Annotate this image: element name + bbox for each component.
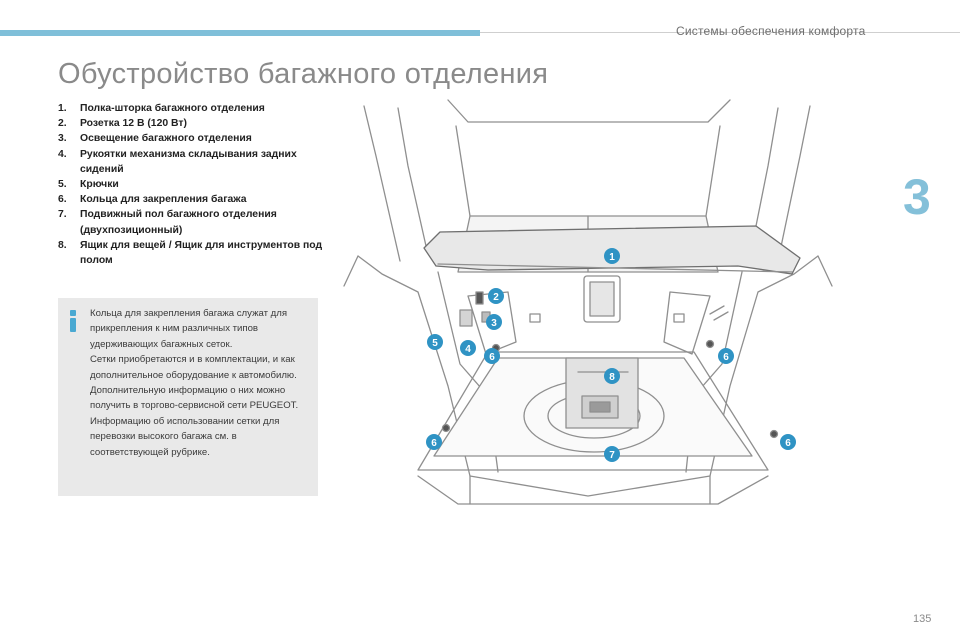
seat-armrest-opening: [583, 275, 621, 323]
chapter-number: 3: [903, 169, 931, 225]
legend-text: Ящик для вещей / Ящик для инструментов п…: [80, 239, 323, 267]
legend-number: 7.: [58, 209, 67, 221]
seat-latch-right: [673, 313, 685, 323]
legend-item: 7. Подвижный пол багажного отделения (дву…: [58, 207, 333, 237]
socket-12v: [475, 291, 484, 305]
legend-number: 1.: [58, 103, 67, 114]
pillar-lines: [455, 125, 721, 217]
callout-6: 6: [484, 348, 500, 364]
legend-item: 6. Кольца для закрепления багажа: [58, 192, 333, 207]
callout-8: 8: [604, 368, 620, 384]
seat-pass-through: [589, 281, 615, 317]
legend-text: Подвижный пол багажного отделения (двухп…: [80, 209, 277, 236]
tailgate-right-inner: [751, 107, 779, 247]
legend-text: Освещение багажного отделения: [80, 133, 252, 145]
page-title: Обустройство багажного отделения: [58, 58, 549, 90]
legend-number: 4.: [58, 148, 67, 160]
svg-text:5: 5: [432, 338, 438, 349]
ring-right-rear: [769, 429, 779, 439]
wall-vents: [709, 305, 729, 321]
legend-text: Розетка 12 В (120 Вт): [80, 118, 187, 130]
tailgate-right-strut: [777, 105, 811, 262]
tailgate-left-strut: [363, 105, 401, 262]
callout-4: 4: [460, 340, 476, 356]
floor-outline: [417, 351, 769, 471]
legend-item: 1. Полка-шторка багажного отделения: [58, 101, 333, 116]
svg-text:6: 6: [723, 352, 729, 363]
page-number: 135: [913, 613, 932, 625]
callout-1: 1: [604, 248, 620, 264]
info-note-box: Кольца для закрепления багажа служат для…: [58, 298, 318, 496]
legend-number: 8.: [58, 239, 67, 251]
ring-right-front: [705, 339, 715, 349]
tool-tray-handle: [589, 401, 611, 413]
body-outline: [357, 255, 819, 497]
legend-item: 8. Ящик для вещей / Ящик для инструментов…: [58, 238, 333, 268]
legend-number: 2.: [58, 118, 67, 130]
svg-text:7: 7: [609, 450, 615, 461]
callout-3: 3: [486, 314, 502, 330]
trunk-illustration: 1 2 3 4 5 6 6 6: [343, 99, 833, 505]
svg-text:4: 4: [465, 344, 471, 355]
legend-text: Кольца для закрепления багажа: [80, 194, 247, 206]
legend-item: 5. Крючки: [58, 177, 333, 192]
legend-item: 3. Освещение багажного отделения: [58, 131, 333, 146]
callout-6: 6: [780, 434, 796, 450]
legend-item: 4. Рукоятки механизма складывания задних …: [58, 147, 333, 177]
legend-item: 2. Розетка 12 В (120 Вт): [58, 116, 333, 131]
tailgate-left-inner: [397, 107, 427, 247]
callout-5: 5: [427, 334, 443, 350]
svg-text:6: 6: [431, 438, 437, 449]
info-paragraph: Информацию об использовании сетки для пе…: [90, 415, 280, 458]
svg-text:1: 1: [609, 252, 615, 263]
svg-text:6: 6: [489, 352, 495, 363]
info-paragraph: Кольца для закрепления багажа служат для…: [90, 308, 288, 350]
callout-6: 6: [426, 434, 442, 450]
callout-2: 2: [488, 288, 504, 304]
info-note-text: Кольца для закрепления багажа служат для…: [90, 306, 316, 460]
callout-6: 6: [718, 348, 734, 364]
legend-text: Полка-шторка багажного отделения: [80, 103, 265, 114]
callout-7: 7: [604, 446, 620, 462]
bumper-sides: [469, 475, 711, 505]
legend-text: Крючки: [80, 179, 119, 191]
legend-number: 6.: [58, 194, 67, 206]
right-wall-panel: [663, 291, 711, 355]
section-title: Системы обеспечения комфорта: [676, 24, 866, 38]
legend-number: 5.: [58, 179, 67, 191]
svg-text:6: 6: [785, 438, 791, 449]
svg-text:2: 2: [493, 292, 499, 303]
legend-list: 1. Полка-шторка багажного отделения 2. Роз…: [58, 101, 333, 268]
svg-text:8: 8: [609, 372, 615, 383]
seat-fold-handle: [459, 309, 473, 327]
cargo-cover-edge: [437, 263, 793, 273]
info-paragraph: Сетки приобретаются и в комплектации, и …: [90, 354, 299, 412]
legend-text: Рукоятки механизма складывания задних си…: [80, 148, 297, 175]
info-icon: [68, 310, 78, 332]
roof-opening: [447, 99, 731, 123]
legend-number: 3.: [58, 133, 67, 145]
header-rule: [480, 32, 960, 33]
ring-left-rear: [441, 423, 451, 433]
svg-text:3: 3: [491, 318, 497, 329]
bumper: [417, 475, 769, 505]
header-accent-bar: [0, 30, 480, 36]
body-edges: [343, 255, 833, 287]
seat-latch-left: [529, 313, 541, 323]
